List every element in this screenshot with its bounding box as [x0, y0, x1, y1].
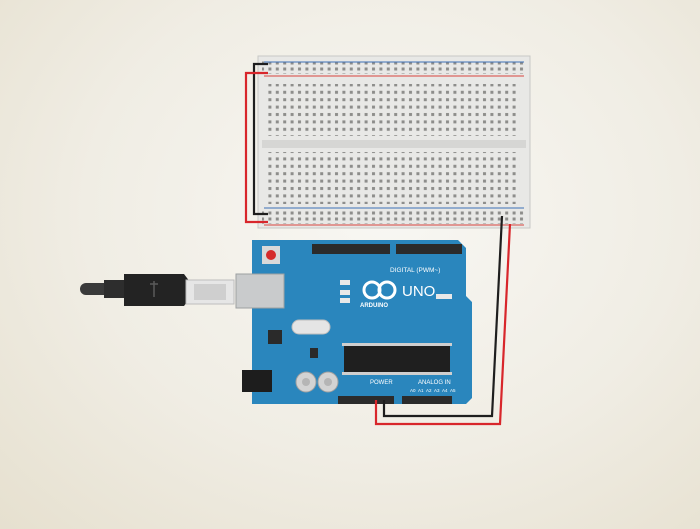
upper-terminal-strip	[268, 84, 520, 136]
power-wires	[374, 215, 512, 426]
lower-terminal-strip	[268, 152, 520, 204]
usb-cable-icon	[80, 274, 235, 306]
analog-header	[402, 396, 452, 404]
center-channel	[262, 140, 526, 148]
analog-pin-a3: A3	[434, 388, 440, 393]
analog-pin-a0: A0	[410, 388, 416, 393]
usb-port	[235, 273, 285, 309]
breadboard-jumper-wires	[244, 62, 268, 224]
crystal-oscillator	[291, 319, 331, 335]
power-jack	[242, 370, 272, 392]
analog-in-label: ANALOG IN	[418, 380, 451, 386]
power-label: POWER	[370, 380, 393, 386]
analog-pin-a2: A2	[426, 388, 432, 393]
analog-pin-a1: A1	[418, 388, 424, 393]
digital-header-right	[396, 244, 462, 254]
power-header	[338, 396, 394, 404]
breadboard	[257, 55, 531, 229]
top-power-rail	[262, 60, 526, 74]
analog-pin-a4: A4	[442, 388, 448, 393]
bottom-power-rail	[262, 210, 526, 224]
arduino-uno-board: DIGITAL (PWM~) UNO ARDUINO POWER ANALOG …	[235, 240, 472, 404]
analog-pin-a5: A5	[450, 388, 456, 393]
uno-logo-text: UNO	[402, 283, 435, 300]
arduino-brand-text: ARDUINO	[360, 303, 388, 309]
digital-header-left	[312, 244, 390, 254]
atmega-chip	[344, 346, 450, 372]
infinity-logo-icon	[362, 280, 397, 300]
digital-pwm-label: DIGITAL (PWM~)	[390, 267, 440, 274]
